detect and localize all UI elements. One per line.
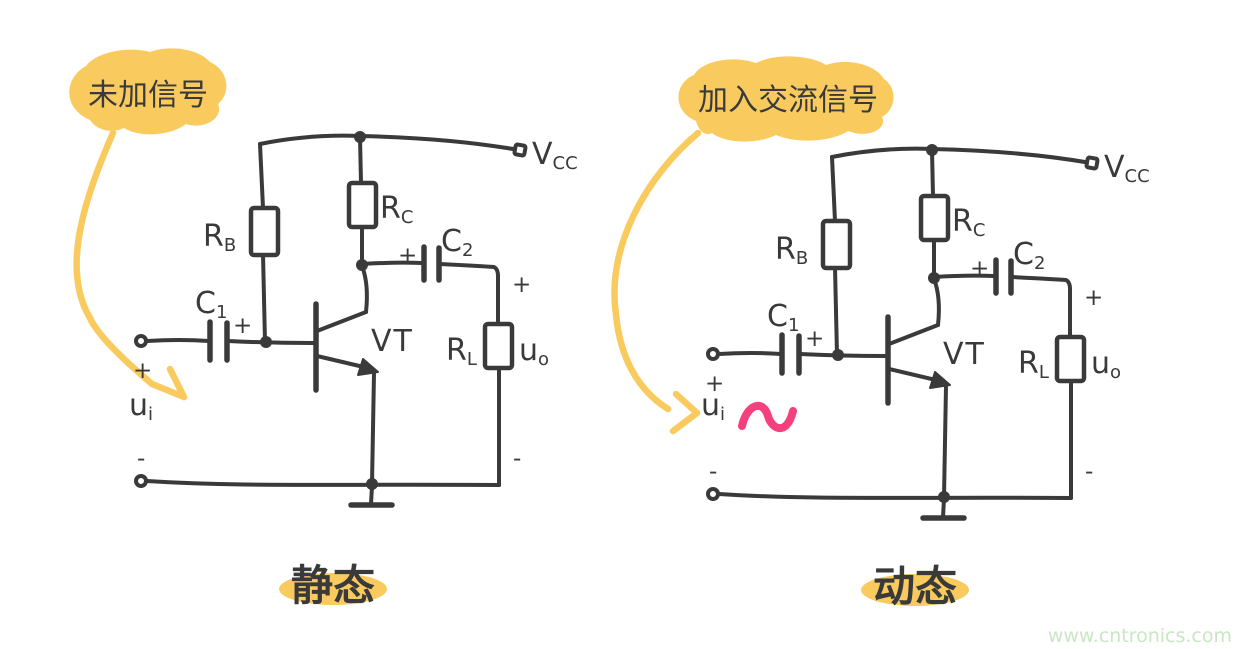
annotation-bubble-static — [69, 48, 227, 135]
rb-label: RB — [775, 232, 808, 269]
output-minus-sign: - — [1085, 459, 1093, 485]
bubble-tail-arrow-dynamic-barb-upper — [672, 390, 701, 417]
caption-highlight-dynamic — [861, 574, 969, 606]
c2-label: C2 — [1013, 237, 1045, 274]
c2-plus-sign: + — [398, 243, 417, 269]
annotation-bubble-dynamic — [678, 56, 894, 142]
c1-plus-sign: + — [233, 313, 252, 339]
panel-static: 未加信号 VCC RB RC C1 C2 RL uo ui VT + + + +… — [69, 48, 578, 610]
rc-label: RC — [952, 204, 985, 241]
input-minus-sign: - — [709, 459, 717, 485]
c2-plus-sign: + — [970, 256, 989, 282]
vcc-label: VCC — [1104, 150, 1150, 187]
ui-label: ui — [129, 388, 153, 425]
caption-highlight-static — [279, 573, 387, 605]
output-plus-sign: + — [1084, 285, 1103, 311]
annotation-bubble-static-label: 未加信号 — [88, 78, 208, 113]
output-minus-sign: - — [513, 446, 521, 472]
bubble-tail-arrow-static — [73, 129, 188, 401]
input-plus-sign: + — [133, 358, 152, 384]
vt-label: VT — [943, 337, 986, 372]
input-minus-sign: - — [137, 446, 145, 472]
watermark: www.cntronics.com — [1048, 625, 1232, 647]
caption-static: 静态 — [291, 561, 375, 610]
rl-label: RL — [446, 333, 477, 370]
vt-label: VT — [371, 324, 414, 359]
bubble-tail-arrow-dynamic — [611, 129, 702, 413]
c1-label: C1 — [195, 286, 227, 323]
sine-wave-icon — [738, 401, 797, 433]
bubble-tail-arrow-dynamic-barb-lower — [669, 409, 701, 435]
annotation-bubble-dynamic-label: 加入交流信号 — [698, 83, 878, 118]
output-plus-sign: + — [512, 272, 531, 298]
c1-plus-sign: + — [805, 326, 824, 352]
c1-label: C1 — [767, 299, 799, 336]
caption-dynamic: 动态 — [873, 562, 957, 611]
bubble-tail-arrow-static-barb — [166, 365, 188, 401]
rb-label: RB — [203, 219, 236, 256]
ui-label: ui — [701, 388, 725, 425]
rl-label: RL — [1018, 346, 1049, 383]
uo-label: uo — [519, 333, 549, 370]
vcc-label: VCC — [532, 137, 578, 174]
input-plus-sign: + — [705, 371, 724, 397]
panel-dynamic: 加入交流信号 VCC RB RC C1 C2 RL uo ui VT + + +… — [611, 56, 1150, 611]
rc-label: RC — [380, 191, 413, 228]
uo-label: uo — [1091, 346, 1121, 383]
c2-label: C2 — [441, 224, 473, 261]
